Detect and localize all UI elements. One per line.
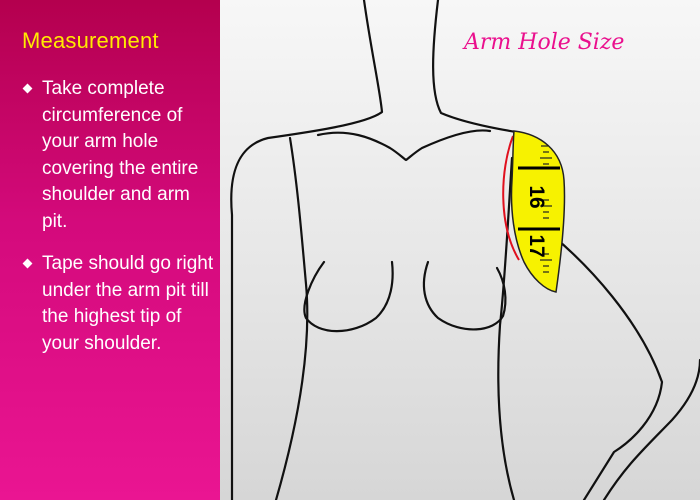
instruction-list: Take complete circumference of your arm … bbox=[22, 76, 214, 373]
panel-heading: Measurement bbox=[22, 28, 159, 53]
collar-outline bbox=[316, 129, 492, 162]
instruction-text: Tape should go right under the arm pit t… bbox=[42, 253, 214, 354]
torso-outline bbox=[497, 156, 516, 500]
measuring-tape: 16 17 bbox=[510, 130, 566, 293]
instruction-item: Tape should go right under the arm pit t… bbox=[22, 251, 214, 357]
instruction-item: Take complete circumference of your arm … bbox=[22, 76, 214, 235]
bust-outline bbox=[303, 260, 394, 333]
arm-outline bbox=[602, 358, 700, 500]
torso-outline bbox=[274, 136, 309, 500]
tape-number-17: 17 bbox=[525, 234, 548, 257]
armhole-measure-line bbox=[502, 135, 520, 261]
illustration-title: Arm Hole Size bbox=[464, 30, 625, 55]
instructions-panel: Measurement Take complete circumference … bbox=[0, 0, 220, 500]
neck-outline bbox=[432, 0, 518, 134]
arm-outline bbox=[550, 233, 664, 500]
instruction-text: Take complete circumference of your arm … bbox=[42, 78, 199, 232]
bust-outline bbox=[422, 260, 507, 331]
tape-number-16: 16 bbox=[525, 185, 548, 208]
illustration-area bbox=[220, 0, 700, 500]
neck-outline bbox=[230, 0, 384, 500]
